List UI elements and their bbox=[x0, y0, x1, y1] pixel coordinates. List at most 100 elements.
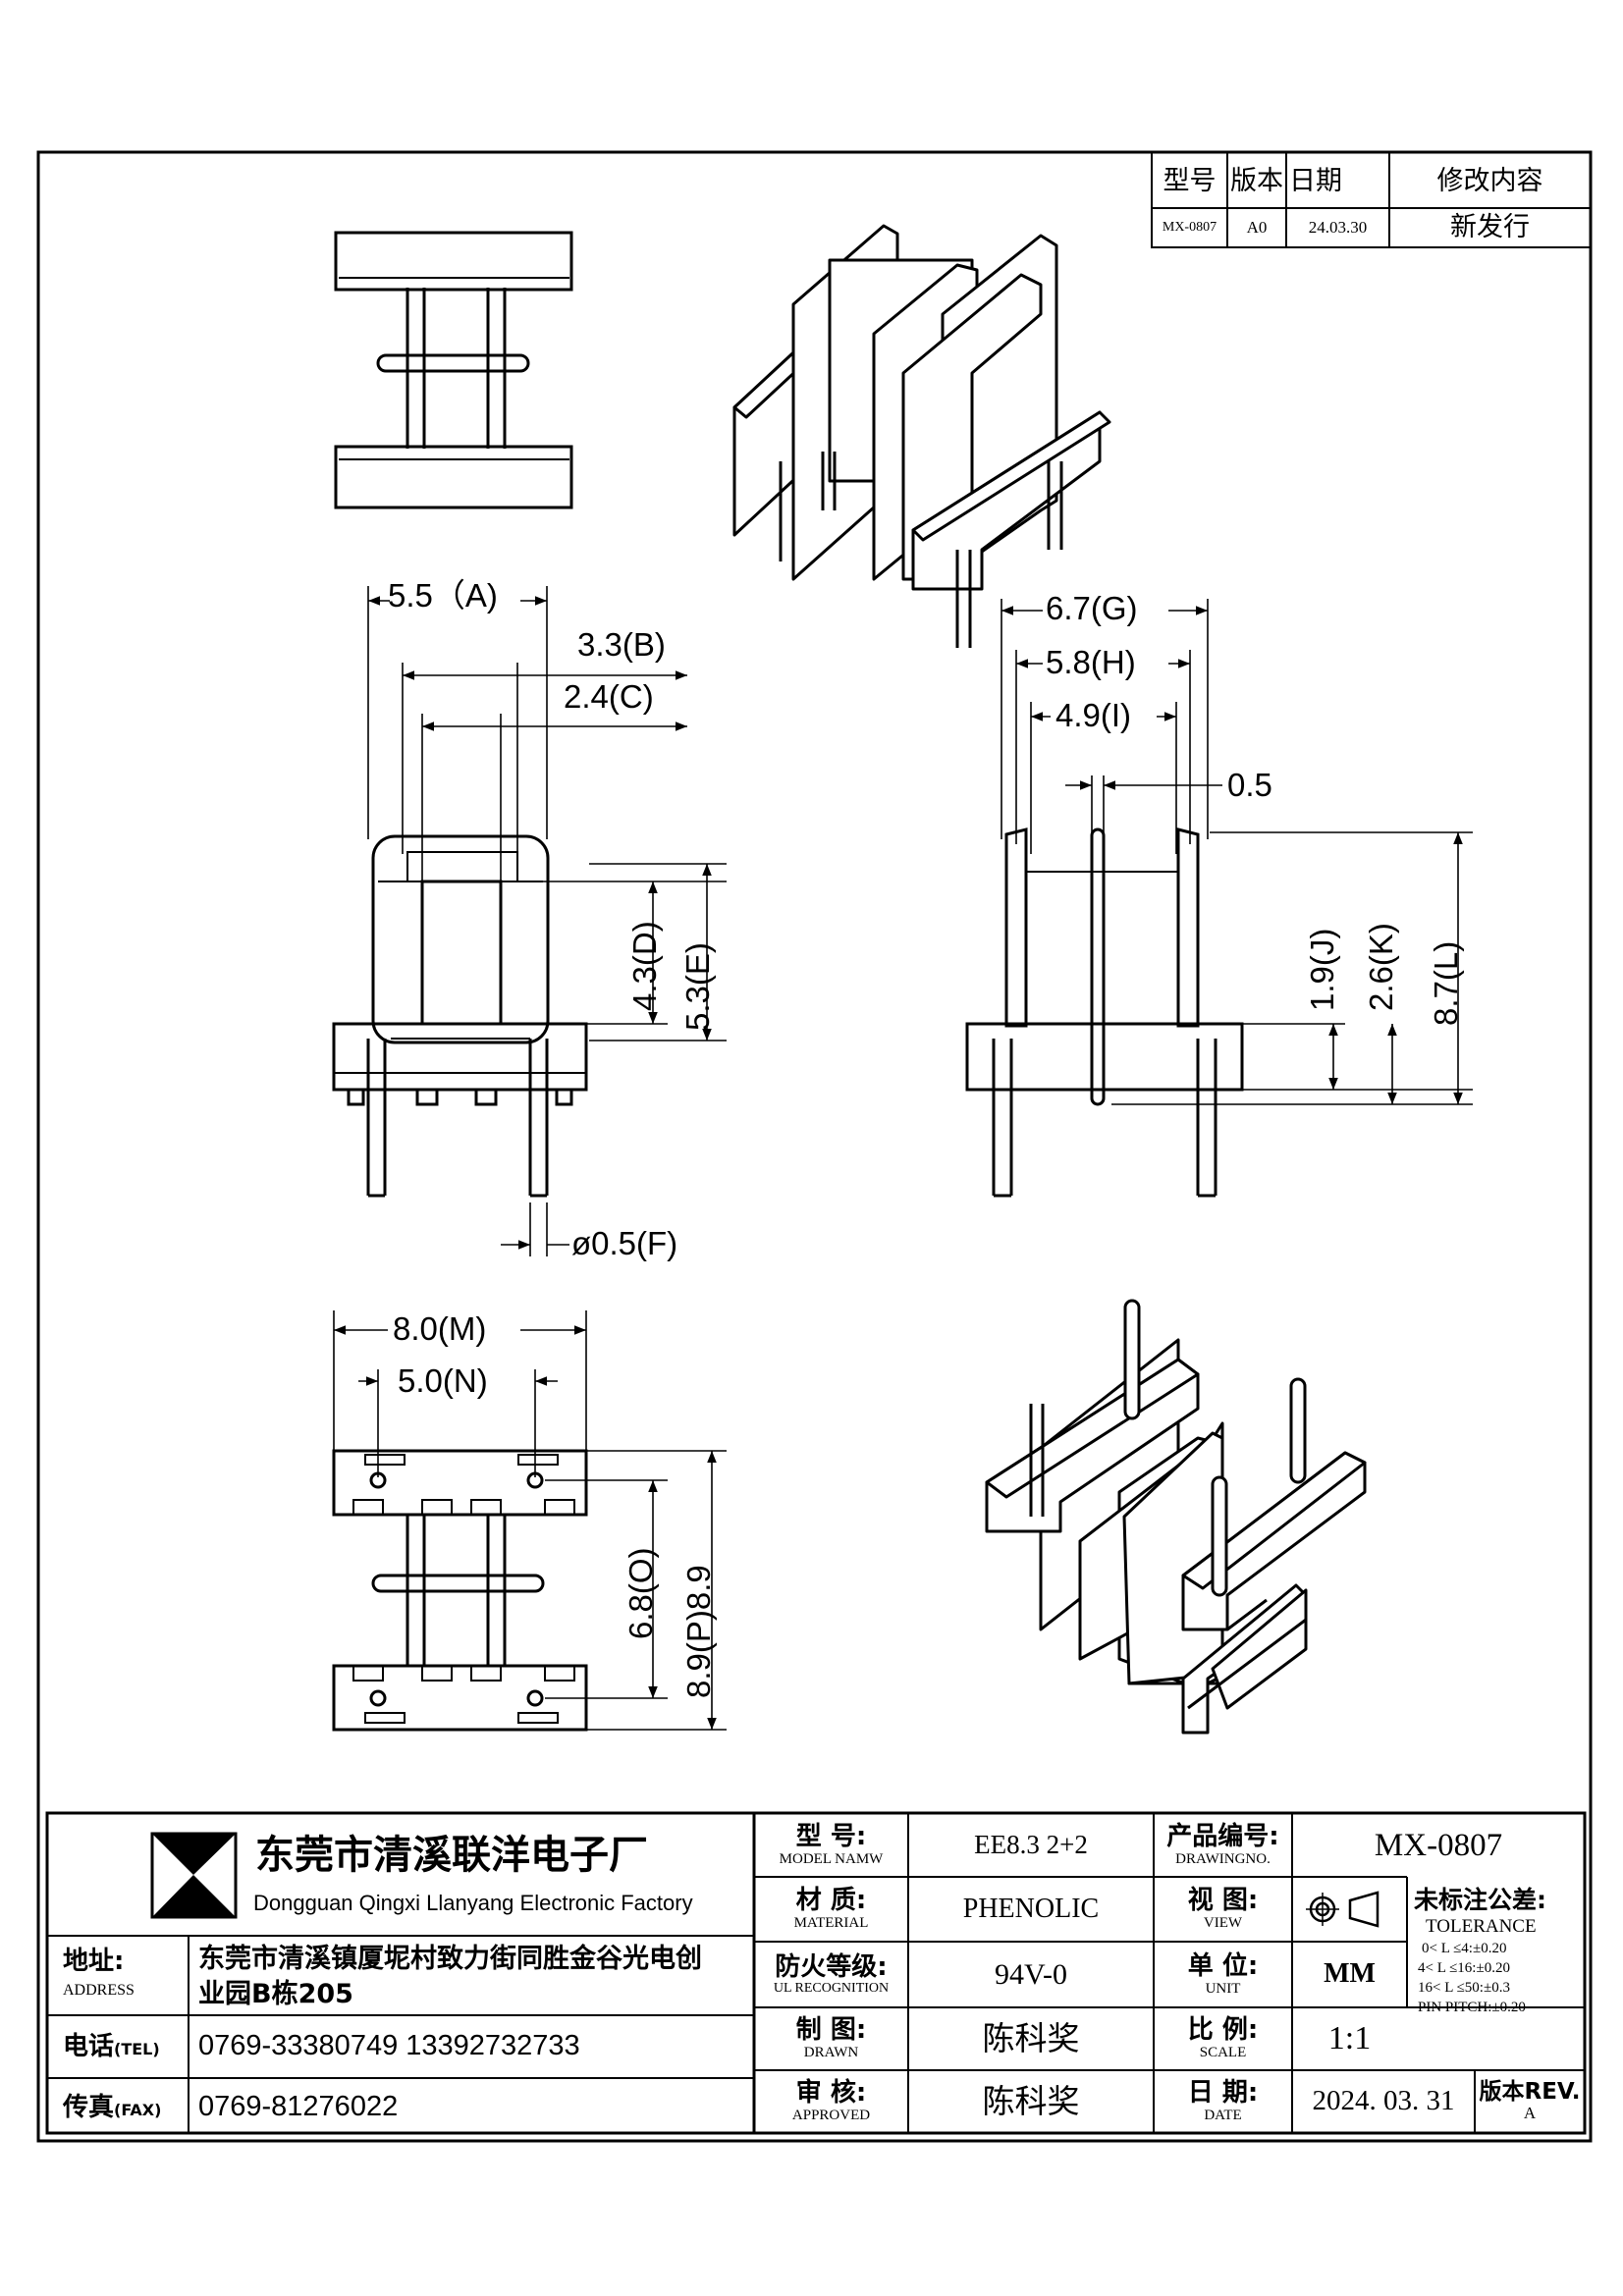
fax-value: 0769-81276022 bbox=[198, 2091, 399, 2122]
tolerance-line-3: 16< L ≤50:±0.3 bbox=[1418, 1980, 1510, 1996]
rev-label-text: 版本REV. bbox=[1479, 2079, 1581, 2105]
bottom-view bbox=[332, 1449, 588, 1732]
dim-f: ø0.5(F) bbox=[571, 1225, 678, 1261]
address-label: 地址: bbox=[63, 1947, 125, 1976]
side-view bbox=[965, 828, 1244, 1198]
view-label: 视 图: VIEW bbox=[1154, 1879, 1292, 1940]
company-name-cn: 东莞市清溪联洋电子厂 bbox=[255, 1833, 648, 1878]
rev-date: 24.03.30 bbox=[1308, 217, 1368, 237]
dim-a: 5.5（A) bbox=[388, 577, 498, 614]
tolerance-title: 未标注公差: bbox=[1414, 1886, 1546, 1914]
rev-model: MX-0807 bbox=[1162, 220, 1217, 236]
drawn-value: 陈科奖 bbox=[982, 2018, 1080, 2057]
dim-j: 1.9(J) bbox=[1304, 928, 1340, 1011]
bottom-view-dimensions bbox=[333, 1310, 727, 1731]
dim-p: 8.9(P)8.9 bbox=[680, 1565, 717, 1698]
model-value: EE8.3 2+2 bbox=[974, 1830, 1088, 1860]
unit-label-cn: 单 位: bbox=[1187, 1950, 1259, 1981]
dim-pin: 0.5 bbox=[1227, 767, 1272, 803]
approved-label-cn: 审 核: bbox=[795, 2078, 867, 2109]
fax-label-cn: 传真 bbox=[63, 2093, 115, 2122]
front-view-dimensions bbox=[367, 586, 727, 1256]
rev-header-version: 版本 bbox=[1230, 166, 1283, 197]
fax-label: 传真(FAX) bbox=[63, 2095, 161, 2120]
ul-label-cn: 防火等级: bbox=[775, 1951, 888, 1982]
drawing-no-label-cn: 产品编号: bbox=[1166, 1822, 1279, 1852]
title-block-grid bbox=[45, 1811, 1587, 2135]
date-label-cn: 日 期: bbox=[1187, 2078, 1259, 2109]
address-line-2: 业园B栋205 bbox=[198, 1979, 353, 2009]
rev-header-change: 修改内容 bbox=[1436, 166, 1543, 197]
date-value: 2024. 03. 31 bbox=[1312, 2085, 1455, 2117]
tel-label: 电话(TEL) bbox=[63, 2034, 160, 2059]
tel-label-en: (TEL) bbox=[114, 2040, 160, 2058]
model-label-cn: 型 号: bbox=[795, 1822, 867, 1852]
approved-value: 陈科奖 bbox=[982, 2081, 1080, 2120]
unit-value: MM bbox=[1324, 1958, 1376, 1990]
dim-m: 8.0(M) bbox=[393, 1310, 487, 1347]
dim-k: 2.6(K) bbox=[1363, 923, 1399, 1011]
rev-header-model: 型号 bbox=[1163, 166, 1217, 197]
scale-label-en: SCALE bbox=[1199, 2045, 1247, 2061]
approved-label-en: APPROVED bbox=[791, 2108, 871, 2124]
date-label-en: DATE bbox=[1204, 2108, 1242, 2124]
view-label-cn: 视 图: bbox=[1187, 1886, 1259, 1916]
tel-label-cn: 电话 bbox=[63, 2032, 115, 2061]
company-name-en: Dongguan Qingxi Llanyang Electronic Fact… bbox=[253, 1891, 693, 1915]
date-label: 日 期: DATE bbox=[1154, 2072, 1292, 2131]
side-view-dimensions bbox=[1001, 599, 1473, 1105]
ul-label-en: UL RECOGNITION bbox=[773, 1981, 890, 1997]
address-label-en: ADDRESS bbox=[63, 1982, 135, 1999]
dim-c: 2.4(C) bbox=[564, 678, 654, 715]
unit-label-en: UNIT bbox=[1205, 1980, 1241, 1997]
dim-h: 5.8(H) bbox=[1046, 644, 1136, 680]
dim-o: 6.8(O) bbox=[622, 1547, 659, 1639]
tel-value: 0769-33380749 13392732733 bbox=[198, 2030, 580, 2061]
dim-g: 6.7(G) bbox=[1046, 590, 1138, 626]
model-label: 型 号: MODEL NAMW bbox=[754, 1816, 908, 1875]
fax-label-en: (FAX) bbox=[114, 2101, 162, 2119]
drawn-label: 制 图: DRAWN bbox=[754, 2009, 908, 2068]
rev-change: 新发行 bbox=[1450, 212, 1530, 243]
material-label-cn: 材 质: bbox=[795, 1886, 867, 1916]
ul-label: 防火等级: UL RECOGNITION bbox=[754, 1944, 908, 2005]
dim-b: 3.3(B) bbox=[577, 626, 666, 663]
model-label-en: MODEL NAMW bbox=[779, 1851, 884, 1868]
tolerance-title-en: TOLERANCE bbox=[1426, 1916, 1537, 1937]
material-label: 材 质: MATERIAL bbox=[754, 1879, 908, 1940]
rev-value: A bbox=[1523, 2104, 1537, 2123]
tolerance-line-2: 4< L ≤16:±0.20 bbox=[1418, 1960, 1510, 1976]
material-label-en: MATERIAL bbox=[793, 1915, 869, 1932]
tolerance-line-1: 0< L ≤4:±0.20 bbox=[1422, 1941, 1507, 1956]
dim-l: 8.7(L) bbox=[1428, 940, 1464, 1026]
dim-d: 4.3(D) bbox=[626, 921, 663, 1011]
scale-label: 比 例: SCALE bbox=[1154, 2009, 1292, 2068]
iso-view-bottom bbox=[985, 1299, 1367, 1735]
drawing-no-label: 产品编号: DRAWINGNO. bbox=[1154, 1816, 1292, 1875]
drawing-no-value: MX-0807 bbox=[1374, 1827, 1503, 1863]
revision-table bbox=[1151, 151, 1592, 248]
drawing-no-label-en: DRAWINGNO. bbox=[1175, 1851, 1271, 1868]
projection-symbol-icon bbox=[1306, 1891, 1380, 1928]
scale-label-cn: 比 例: bbox=[1187, 2015, 1259, 2046]
rev-header-date: 日期 bbox=[1289, 166, 1342, 197]
drawn-label-en: DRAWN bbox=[803, 2045, 859, 2061]
approved-label: 审 核: APPROVED bbox=[754, 2072, 908, 2131]
scale-value: 1:1 bbox=[1327, 2020, 1372, 2057]
drawn-label-cn: 制 图: bbox=[795, 2015, 867, 2046]
company-logo bbox=[150, 1832, 238, 1919]
rev-label: 版本REV. A bbox=[1475, 2073, 1585, 2130]
tolerance-line-4: PIN PITCH:±0.20 bbox=[1418, 2000, 1526, 2015]
sheet-border bbox=[36, 150, 1593, 2143]
ul-value: 94V-0 bbox=[995, 1958, 1067, 1991]
top-view bbox=[334, 231, 573, 509]
dim-e: 5.3(E) bbox=[679, 942, 716, 1031]
address-line-1: 东莞市清溪镇厦坭村致力街同胜金谷光电创 bbox=[198, 1944, 702, 1974]
front-view bbox=[332, 834, 588, 1198]
rev-version: A0 bbox=[1246, 217, 1268, 237]
material-value: PHENOLIC bbox=[962, 1893, 1100, 1924]
dim-n: 5.0(N) bbox=[398, 1362, 488, 1399]
iso-view-top bbox=[732, 224, 1111, 648]
view-label-en: VIEW bbox=[1203, 1915, 1243, 1932]
